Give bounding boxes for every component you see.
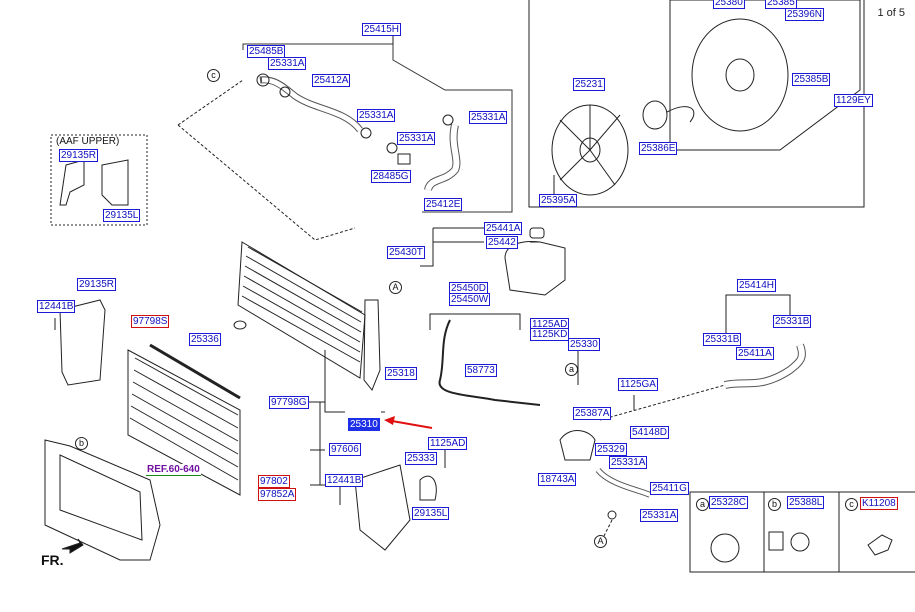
part-25310-selected[interactable]: 25310	[348, 418, 380, 431]
part-25396N[interactable]: 25396N	[785, 8, 825, 21]
part-25380[interactable]: 25380	[713, 0, 745, 9]
callout-b[interactable]: b	[75, 437, 88, 450]
part-25331B-right[interactable]: 25331B	[773, 315, 812, 328]
part-25385[interactable]: 25385	[765, 0, 797, 9]
legend-callout-a: a	[696, 498, 709, 511]
part-25331A-4[interactable]: 25331A	[397, 132, 436, 145]
part-25412A[interactable]: 25412A	[312, 74, 351, 87]
part-12441B-upper[interactable]: 12441B	[37, 300, 76, 313]
part-12441B-lower[interactable]: 12441B	[325, 474, 364, 487]
part-54148D[interactable]: 54148D	[630, 426, 670, 439]
part-1125GA[interactable]: 1125GA	[618, 378, 658, 391]
callout-c-top[interactable]: c	[207, 69, 220, 82]
part-25331B-left[interactable]: 25331B	[703, 333, 742, 346]
part-1125AD-upper[interactable]: 1125AD	[530, 318, 570, 331]
part-28485G[interactable]: 28485G	[371, 170, 411, 183]
part-97798S[interactable]: 97798S	[131, 315, 170, 328]
part-29135R[interactable]: 29135R	[77, 278, 117, 291]
part-29135L-aaf[interactable]: 29135L	[103, 209, 141, 222]
part-25331A-6[interactable]: 25331A	[640, 509, 679, 522]
part-25450W[interactable]: 25450W	[449, 293, 491, 306]
part-25318[interactable]: 25318	[385, 367, 417, 380]
part-25388L[interactable]: 25388L	[787, 496, 825, 509]
part-29135L[interactable]: 29135L	[412, 507, 450, 520]
part-25411G[interactable]: 25411G	[650, 482, 689, 495]
part-25386E[interactable]: 25386E	[639, 142, 678, 155]
part-25328C[interactable]: 25328C	[709, 496, 749, 509]
part-25330[interactable]: 25330	[568, 338, 600, 351]
part-25336[interactable]: 25336	[189, 333, 221, 346]
legend-callout-b: b	[768, 498, 781, 511]
part-25331A-1[interactable]: 25331A	[268, 57, 307, 70]
part-25430T[interactable]: 25430T	[387, 246, 425, 259]
ref-60-640-link[interactable]: REF.60-640	[146, 464, 201, 476]
part-K11208[interactable]: K11208	[860, 497, 898, 510]
part-25412E[interactable]: 25412E	[424, 198, 463, 211]
part-25415H[interactable]: 25415H	[362, 23, 402, 36]
part-25395A[interactable]: 25395A	[539, 194, 578, 207]
part-25441A[interactable]: 25441A	[484, 222, 523, 235]
callout-a-upper[interactable]: A	[389, 281, 402, 294]
callout-a-small[interactable]: a	[565, 363, 578, 376]
part-25411A[interactable]: 25411A	[736, 347, 774, 360]
part-97852A[interactable]: 97852A	[258, 488, 297, 501]
part-25485B[interactable]: 25485B	[247, 45, 286, 58]
part-25331A-3[interactable]: 25331A	[469, 111, 508, 124]
part-25442[interactable]: 25442	[486, 236, 518, 249]
part-1129EY[interactable]: 1129EY	[834, 94, 873, 107]
part-25385B[interactable]: 25385B	[792, 73, 831, 86]
part-25333[interactable]: 25333	[405, 452, 437, 465]
part-25231[interactable]: 25231	[573, 78, 605, 91]
page-indicator: 1 of 5	[877, 7, 905, 19]
part-97802[interactable]: 97802	[258, 475, 290, 488]
part-25329[interactable]: 25329	[595, 443, 627, 456]
front-direction-label: FR.	[41, 552, 64, 568]
part-97606[interactable]: 97606	[329, 443, 361, 456]
part-25331A-5[interactable]: 25331A	[609, 456, 648, 469]
part-25331A-2[interactable]: 25331A	[357, 109, 396, 122]
part-97798G[interactable]: 97798G	[269, 396, 309, 409]
legend-callout-c: c	[845, 498, 858, 511]
part-25387A[interactable]: 25387A	[573, 407, 612, 420]
aaf-upper-label: (AAF UPPER)	[56, 136, 120, 147]
part-18743A[interactable]: 18743A	[538, 473, 577, 486]
part-1125AD-lower[interactable]: 1125AD	[428, 437, 468, 450]
part-58773[interactable]: 58773	[465, 364, 497, 377]
callout-a-lower[interactable]: A	[594, 535, 607, 548]
part-25414H[interactable]: 25414H	[737, 279, 777, 292]
part-1125KD[interactable]: 1125KD	[530, 328, 570, 341]
part-29135R-aaf[interactable]: 29135R	[59, 149, 99, 162]
